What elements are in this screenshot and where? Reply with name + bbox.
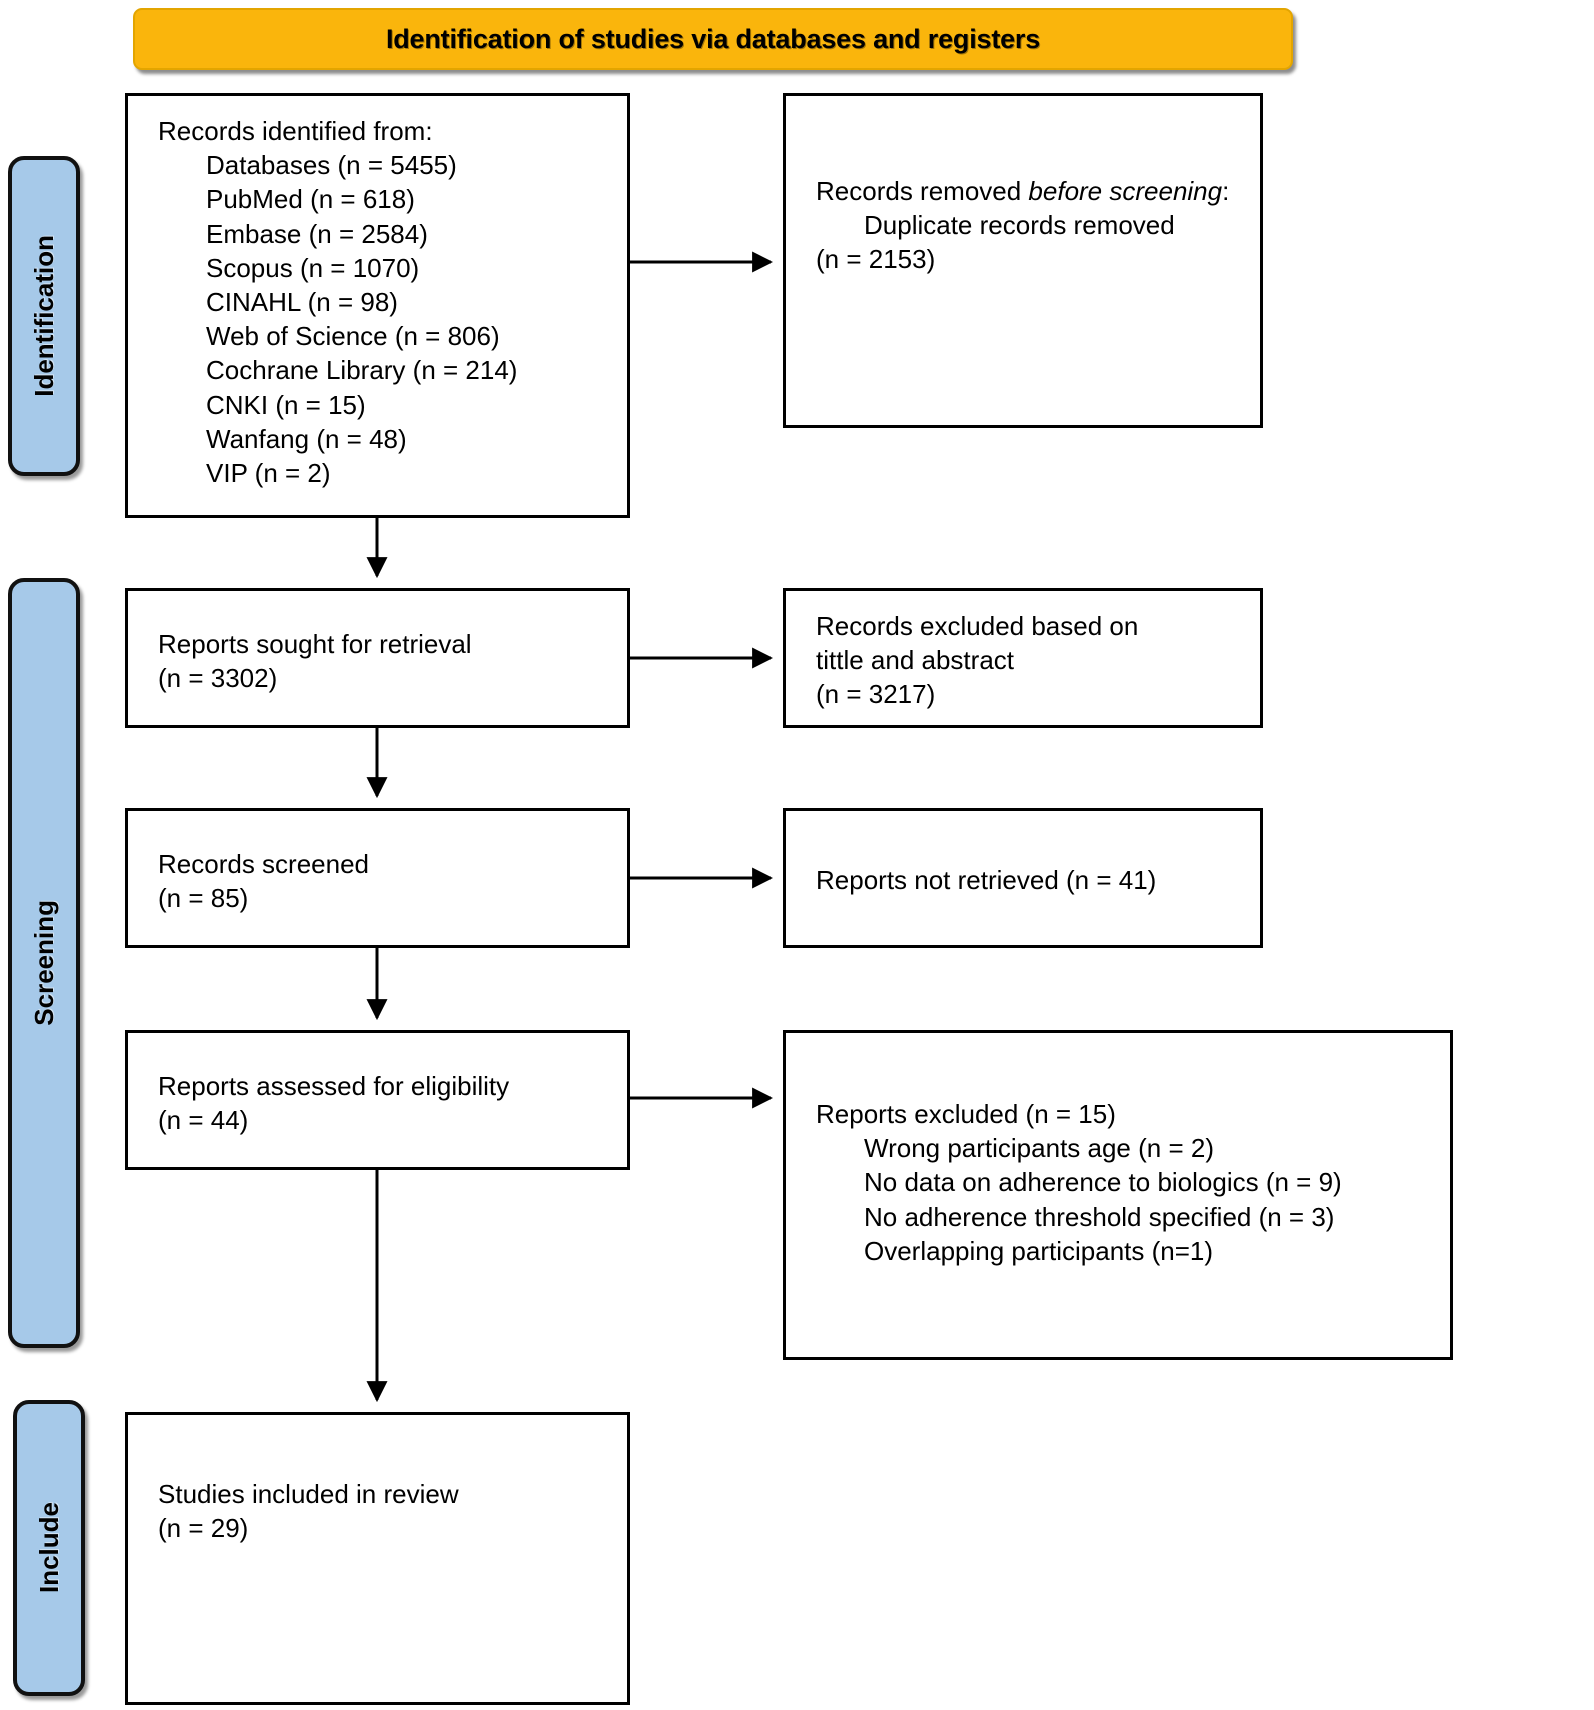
- records-removed-heading-italic: before screening: [1028, 176, 1223, 206]
- box-reports-assessed: Reports assessed for eligibility (n = 44…: [125, 1030, 630, 1170]
- reports-excluded-reason: No data on adherence to biologics (n = 9…: [864, 1167, 1342, 1198]
- stage-label-identification: Identification: [8, 156, 80, 476]
- duplicate-records-removed-label: Duplicate records removed: [864, 210, 1175, 241]
- records-screened-count: (n = 85): [158, 883, 249, 914]
- box-records-screened: Records screened (n = 85): [125, 808, 630, 948]
- records-identified-item: Cochrane Library (n = 214): [206, 355, 518, 386]
- reports-excluded-reason: Wrong participants age (n = 2): [864, 1133, 1214, 1164]
- stage-label-include-text: Include: [33, 1502, 64, 1594]
- stage-label-identification-text: Identification: [28, 235, 59, 397]
- diagram-header-banner: Identification of studies via databases …: [133, 8, 1293, 70]
- reports-assessed-label: Reports assessed for eligibility: [158, 1071, 510, 1101]
- records-identified-item: Embase (n = 2584): [206, 218, 428, 249]
- box-studies-included: Studies included in review (n = 29): [125, 1412, 630, 1705]
- reports-excluded-reason: No adherence threshold specified (n = 3): [864, 1201, 1335, 1232]
- box-reports-sought: Reports sought for retrieval (n = 3302): [125, 588, 630, 728]
- records-identified-item: Wanfang (n = 48): [206, 423, 407, 454]
- reports-excluded-heading: Reports excluded (n = 15): [816, 1099, 1116, 1129]
- records-identified-item: Scopus (n = 1070): [206, 252, 420, 283]
- box-reports-not-retrieved: Reports not retrieved (n = 41): [783, 808, 1263, 948]
- box-reports-excluded: Reports excluded (n = 15) Wrong particip…: [783, 1030, 1453, 1360]
- records-identified-item: VIP (n = 2): [206, 457, 331, 488]
- box-records-identified: Records identified from: Databases (n = …: [125, 93, 630, 518]
- reports-sought-count: (n = 3302): [158, 663, 278, 694]
- records-excluded-title-line1: Records excluded based on: [816, 611, 1139, 641]
- stage-label-screening: Screening: [8, 578, 80, 1348]
- records-identified-item: PubMed (n = 618): [206, 184, 415, 215]
- box-records-excluded-title-abstract: Records excluded based on tittle and abs…: [783, 588, 1263, 728]
- records-identified-item: CINAHL (n = 98): [206, 286, 398, 317]
- studies-included-count: (n = 29): [158, 1513, 249, 1544]
- records-screened-label: Records screened: [158, 849, 369, 879]
- reports-excluded-reason: Overlapping participants (n=1): [864, 1235, 1214, 1266]
- records-identified-item: Web of Science (n = 806): [206, 321, 500, 352]
- records-removed-heading-pre: Records removed: [816, 176, 1029, 206]
- stage-label-include: Include: [13, 1400, 85, 1696]
- records-identified-item: CNKI (n = 15): [206, 389, 366, 420]
- records-identified-heading: Records identified from:: [158, 116, 433, 146]
- banner-title: Identification of studies via databases …: [385, 23, 1041, 54]
- records-identified-item: Databases (n = 5455): [206, 150, 457, 181]
- duplicate-records-removed-count: (n = 2153): [816, 244, 936, 275]
- reports-sought-label: Reports sought for retrieval: [158, 629, 472, 659]
- records-removed-heading: Records removed before screening:: [816, 174, 1244, 208]
- box-records-removed: Records removed before screening: Duplic…: [783, 93, 1263, 428]
- records-excluded-title-line2: tittle and abstract: [816, 645, 1014, 676]
- records-removed-heading-post: :: [1222, 176, 1230, 206]
- reports-not-retrieved-label: Reports not retrieved (n = 41): [816, 865, 1157, 895]
- reports-assessed-count: (n = 44): [158, 1105, 249, 1136]
- stage-label-screening-text: Screening: [28, 900, 59, 1026]
- studies-included-label: Studies included in review: [158, 1479, 459, 1509]
- records-excluded-title-count: (n = 3217): [816, 679, 936, 710]
